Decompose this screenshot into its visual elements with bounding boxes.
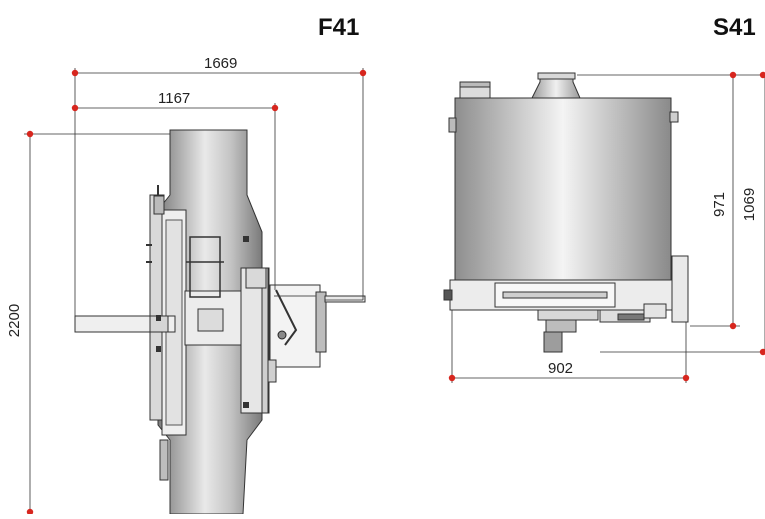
dimension-endpoints — [26, 69, 765, 516]
side-view-title: S41 — [713, 14, 756, 41]
dimension-label-front-height: 2200 — [6, 303, 24, 338]
dimension-label-side-width: 902 — [548, 360, 574, 377]
side-view-drawing — [443, 72, 689, 353]
dimension-label-side-height-inner: 971 — [711, 191, 729, 218]
dimension-label-front-width-inner: 1167 — [158, 90, 191, 107]
front-view-drawing — [74, 129, 366, 515]
side-main-box — [454, 97, 672, 281]
dimension-label-front-width-total: 1669 — [204, 55, 238, 72]
dimension-label-side-height-total: 1069 — [741, 187, 759, 222]
front-view-title: F41 — [318, 14, 360, 41]
